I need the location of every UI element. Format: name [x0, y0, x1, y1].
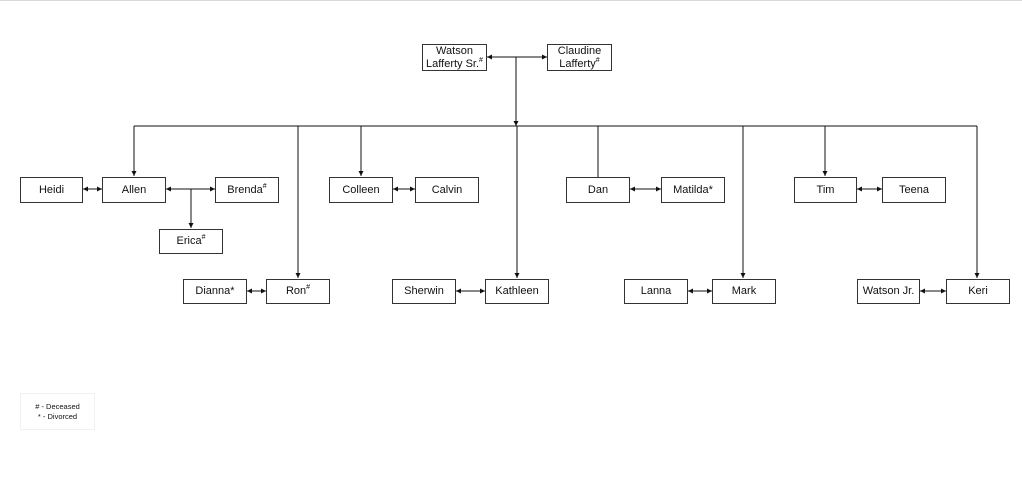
person-kathleen: Kathleen — [485, 279, 549, 304]
person-watson-jr: Watson Jr. — [857, 279, 920, 304]
legend: # - Deceased * - Divorced — [20, 393, 95, 430]
deceased-mark: # — [306, 284, 311, 291]
person-ron: Ron# — [266, 279, 330, 304]
person-colleen: Colleen — [329, 177, 393, 203]
deceased-mark: # — [201, 234, 206, 241]
person-name: Mark — [731, 285, 757, 297]
person-tim: Tim — [794, 177, 857, 203]
person-name: Watson Lafferty Sr. — [426, 44, 480, 70]
person-watson-lafferty-sr: Watson Lafferty Sr.# — [422, 44, 487, 71]
person-name: Claudine Lafferty — [557, 44, 602, 70]
person-name: Watson Jr. — [862, 285, 915, 297]
person-mark: Mark — [712, 279, 776, 304]
person-keri: Keri — [946, 279, 1010, 304]
person-calvin: Calvin — [415, 177, 479, 203]
person-name: Erica — [176, 235, 202, 247]
person-heidi: Heidi — [20, 177, 83, 203]
person-name: Kathleen — [495, 285, 539, 297]
person-teena: Teena — [882, 177, 946, 203]
person-name: Brenda — [227, 183, 263, 196]
deceased-mark: # — [595, 56, 600, 64]
person-name: Matilda* — [673, 183, 713, 196]
person-erica: Erica# — [159, 229, 223, 254]
person-name: Calvin — [431, 183, 463, 196]
person-name: Ron — [285, 285, 307, 297]
person-name: Tim — [816, 183, 835, 196]
person-name: Colleen — [342, 183, 380, 196]
person-name: Heidi — [38, 183, 65, 196]
person-dan: Dan — [566, 177, 630, 203]
deceased-mark: # — [479, 56, 483, 64]
person-name: Dan — [587, 183, 609, 196]
legend-divorced: * - Divorced — [37, 411, 78, 421]
legend-deceased: # - Deceased — [35, 401, 80, 411]
deceased-mark: # — [262, 182, 267, 190]
person-allen: Allen — [102, 177, 166, 203]
top-border — [0, 0, 1022, 1]
person-claudine-lafferty: Claudine Lafferty# — [547, 44, 612, 71]
person-matilda: Matilda* — [661, 177, 725, 203]
person-name: Sherwin — [404, 285, 444, 297]
person-name: Dianna* — [195, 285, 235, 297]
person-name: Teena — [899, 183, 929, 196]
person-name: Allen — [121, 183, 147, 196]
person-name: Lanna — [640, 285, 672, 297]
person-lanna: Lanna — [624, 279, 688, 304]
person-dianna: Dianna* — [183, 279, 247, 304]
person-brenda: Brenda# — [215, 177, 279, 203]
person-sherwin: Sherwin — [392, 279, 456, 304]
person-name: Keri — [968, 285, 988, 297]
